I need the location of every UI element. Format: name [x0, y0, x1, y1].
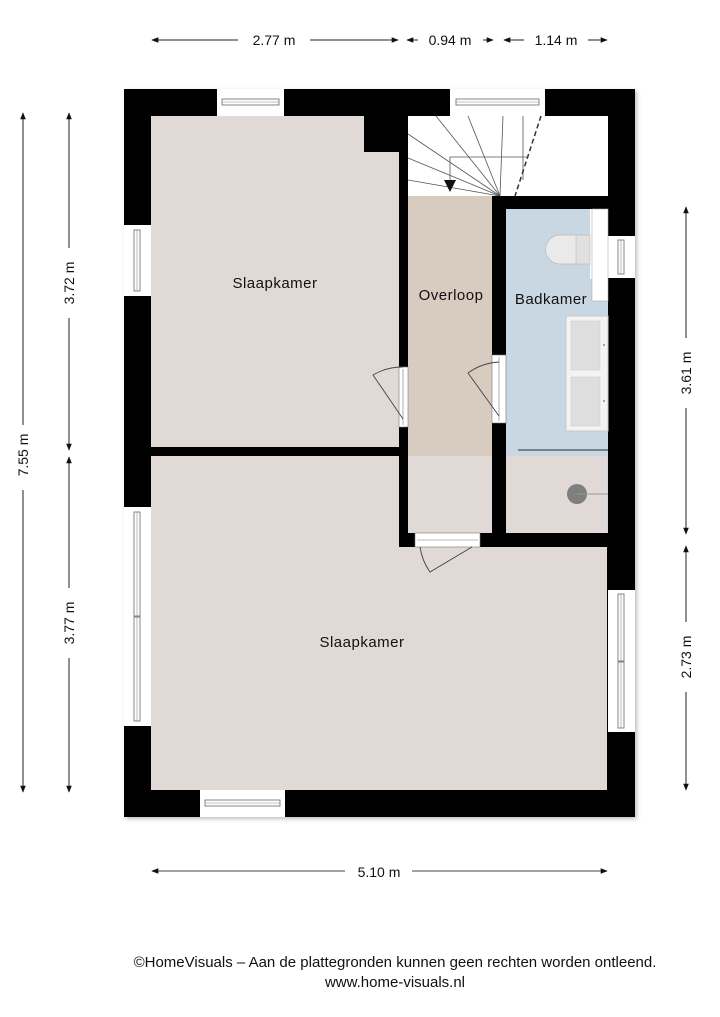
- dim-bottom: 5.10 m: [358, 864, 401, 880]
- window-right-bath: [608, 236, 635, 278]
- dimension-right: 3.61 m 2.73 m: [678, 206, 694, 791]
- dim-left-1: 3.72 m: [61, 262, 77, 305]
- dim-left-total: 7.55 m: [15, 434, 31, 477]
- interior-walls: [151, 116, 608, 547]
- dim-top-3: 1.14 m: [535, 32, 578, 48]
- doors: [372, 354, 507, 573]
- double-sink-icon: [565, 315, 609, 432]
- window-left-lower: [124, 507, 151, 726]
- door-bedroom-1: [372, 366, 409, 428]
- footer-copyright: ©HomeVisuals – Aan de plattegronden kunn…: [133, 954, 657, 971]
- window-bottom: [200, 790, 285, 817]
- door-bedroom-2: [414, 532, 481, 573]
- room-label-landing: Overloop: [419, 287, 484, 304]
- dim-top-2: 0.94 m: [429, 32, 472, 48]
- door-bathroom: [467, 354, 507, 424]
- bath-cabinet: [591, 208, 609, 302]
- window-right-lower: [608, 590, 635, 732]
- window-left-upper: [124, 225, 151, 296]
- dimension-bottom: 5.10 m: [151, 864, 608, 880]
- room-label-bedroom-2: Slaapkamer: [319, 634, 404, 651]
- dim-left-2: 3.77 m: [61, 602, 77, 645]
- stair-arrow-icon: [444, 180, 456, 192]
- chimney-column: [364, 116, 399, 152]
- room-bedroom-1: [151, 116, 399, 447]
- window-top-stair: [450, 89, 545, 116]
- staircase: [407, 115, 542, 197]
- shower-drain-icon: [567, 484, 608, 504]
- toilet-icon: [545, 234, 591, 265]
- dim-right-2: 2.73 m: [678, 636, 694, 679]
- window-top-left: [217, 89, 284, 116]
- room-label-bathroom: Badkamer: [515, 291, 587, 308]
- dim-right-1: 3.61 m: [678, 352, 694, 395]
- stair-area: [408, 116, 608, 196]
- dimension-top: 2.77 m 0.94 m 1.14 m: [151, 32, 608, 48]
- footer-website: www.home-visuals.nl: [324, 974, 466, 991]
- dim-top-1: 2.77 m: [253, 32, 296, 48]
- dimension-left: 7.55 m 3.72 m 3.77 m: [15, 112, 77, 793]
- windows: [124, 89, 635, 817]
- bathroom-fixtures: [518, 208, 609, 504]
- room-label-bedroom-1: Slaapkamer: [232, 275, 317, 292]
